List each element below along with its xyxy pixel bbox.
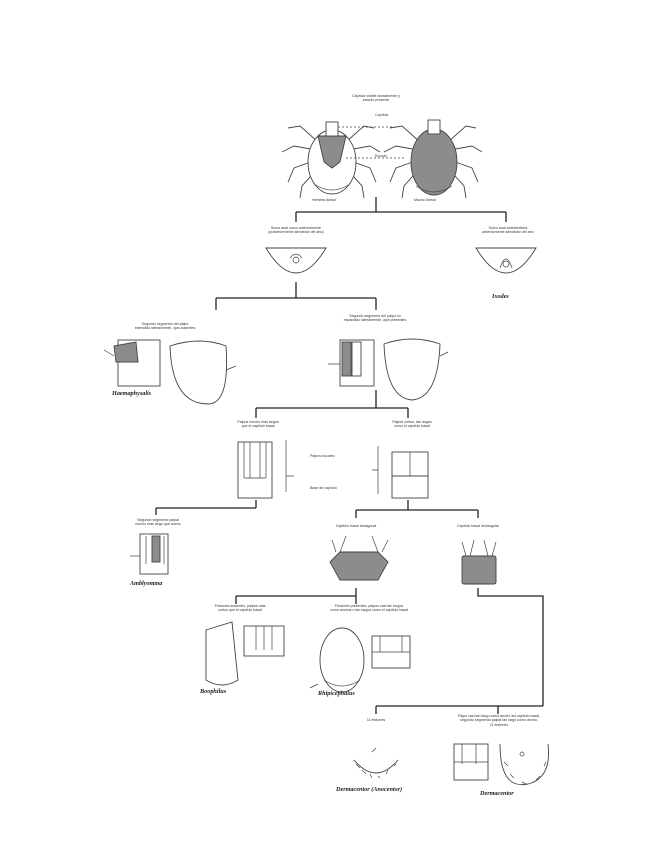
genus-haemaphysalis: Haemaphysalis [112,390,151,397]
key-node-text: 11 festones [438,723,560,727]
genus-dermacentor-anocentor: Dermacentor (Anocentor) [336,786,402,793]
key-node-text: como el capítulo basal [372,424,452,428]
key-node-2b: Segundo segmento del palpo no expandido … [320,314,430,323]
tick-female-dorsal [282,122,380,198]
key-node-root: Capítulo visible dorsalmente y escudo pr… [328,94,424,103]
key-node-3a: Palpos mucho más largos que el capítulo … [214,420,302,429]
base-capitulo-label: Base de capítulo [310,486,337,490]
amblyomma-image [130,534,168,574]
key-node-text: que el capítulo basal [214,424,302,428]
genus-boophilus: Boophilus [200,688,226,695]
key-node-text: (posteriormente alrededor del ano) [246,230,346,234]
hembra-dorsal-label: Hembra dorsal [312,198,336,202]
boophilus-image [206,622,284,685]
key-node-text: mucho más largo que ancho [118,522,198,526]
key-node-4c: Capítulo basal rectangular [440,524,516,528]
rectangular-basis-image [462,540,496,584]
macho-dorsal-label: Macho dorsal [414,198,436,202]
genus-rhipicephalus: Rhipicephalus [318,690,355,697]
dermacentor-image [454,744,549,785]
genus-ixodes: Ixodes [492,293,509,300]
palps-short-image [372,446,428,498]
rhipicephalus-image [310,628,410,692]
key-node-5a: Festones ausentes, palpos más cortos que… [196,604,284,613]
anal-groove-anterior-image [476,248,536,273]
key-node-1b: Surco anal anteriórdidos anteriormente a… [460,226,556,235]
key-node-text: Capítulo basal hexagonal [318,524,394,528]
palp-not-expanded-image [328,339,448,400]
key-node-6b: Palpo casi tan largo como ancho del capí… [438,714,560,727]
key-node-text: Capítulo basal rectangular [440,524,516,528]
key-node-text: como anchos o tan largos como el capítul… [314,608,424,612]
key-node-3b: Palpos cortos, tan largos como el capítu… [372,420,452,429]
anal-groove-posterior-image [266,248,326,273]
palpos-label: Palpos bucales [310,454,334,458]
key-node-2a: Segundo segmento del palpo extendido lat… [110,322,220,331]
tick-male-dorsal [384,120,482,198]
key-node-text: extendido lateralmente, ojos ausentes [110,326,220,330]
genus-amblyomma: Amblyomma [130,580,162,587]
key-node-4a: Segundo segmento palpal mucho más largo … [118,518,198,527]
key-node-6a: 11 festones [350,718,402,722]
hexagonal-basis-image [330,536,388,580]
key-node-1a: Surco anal curvo anteriormente (posterio… [246,226,346,235]
key-node-text: 11 festones [350,718,402,722]
key-node-4b: Capítulo basal hexagonal [318,524,394,528]
key-node-text: anteriormente alrededor del ano [460,230,556,234]
key-node-text: expandido lateralmente, ojos presentes [320,318,430,322]
escudo-label: Escudo [375,154,387,158]
key-node-5b: Festones presentes, palpos casi tan larg… [314,604,424,613]
genus-dermacentor: Dermacentor [480,790,514,797]
key-node-text: escudo presente [328,98,424,102]
dermacentor-anocentor-image [354,748,398,778]
palps-long-image [238,440,294,498]
capitulo-label: Capítulo [375,113,388,117]
key-node-text: cortos que el capítulo basal [196,608,284,612]
